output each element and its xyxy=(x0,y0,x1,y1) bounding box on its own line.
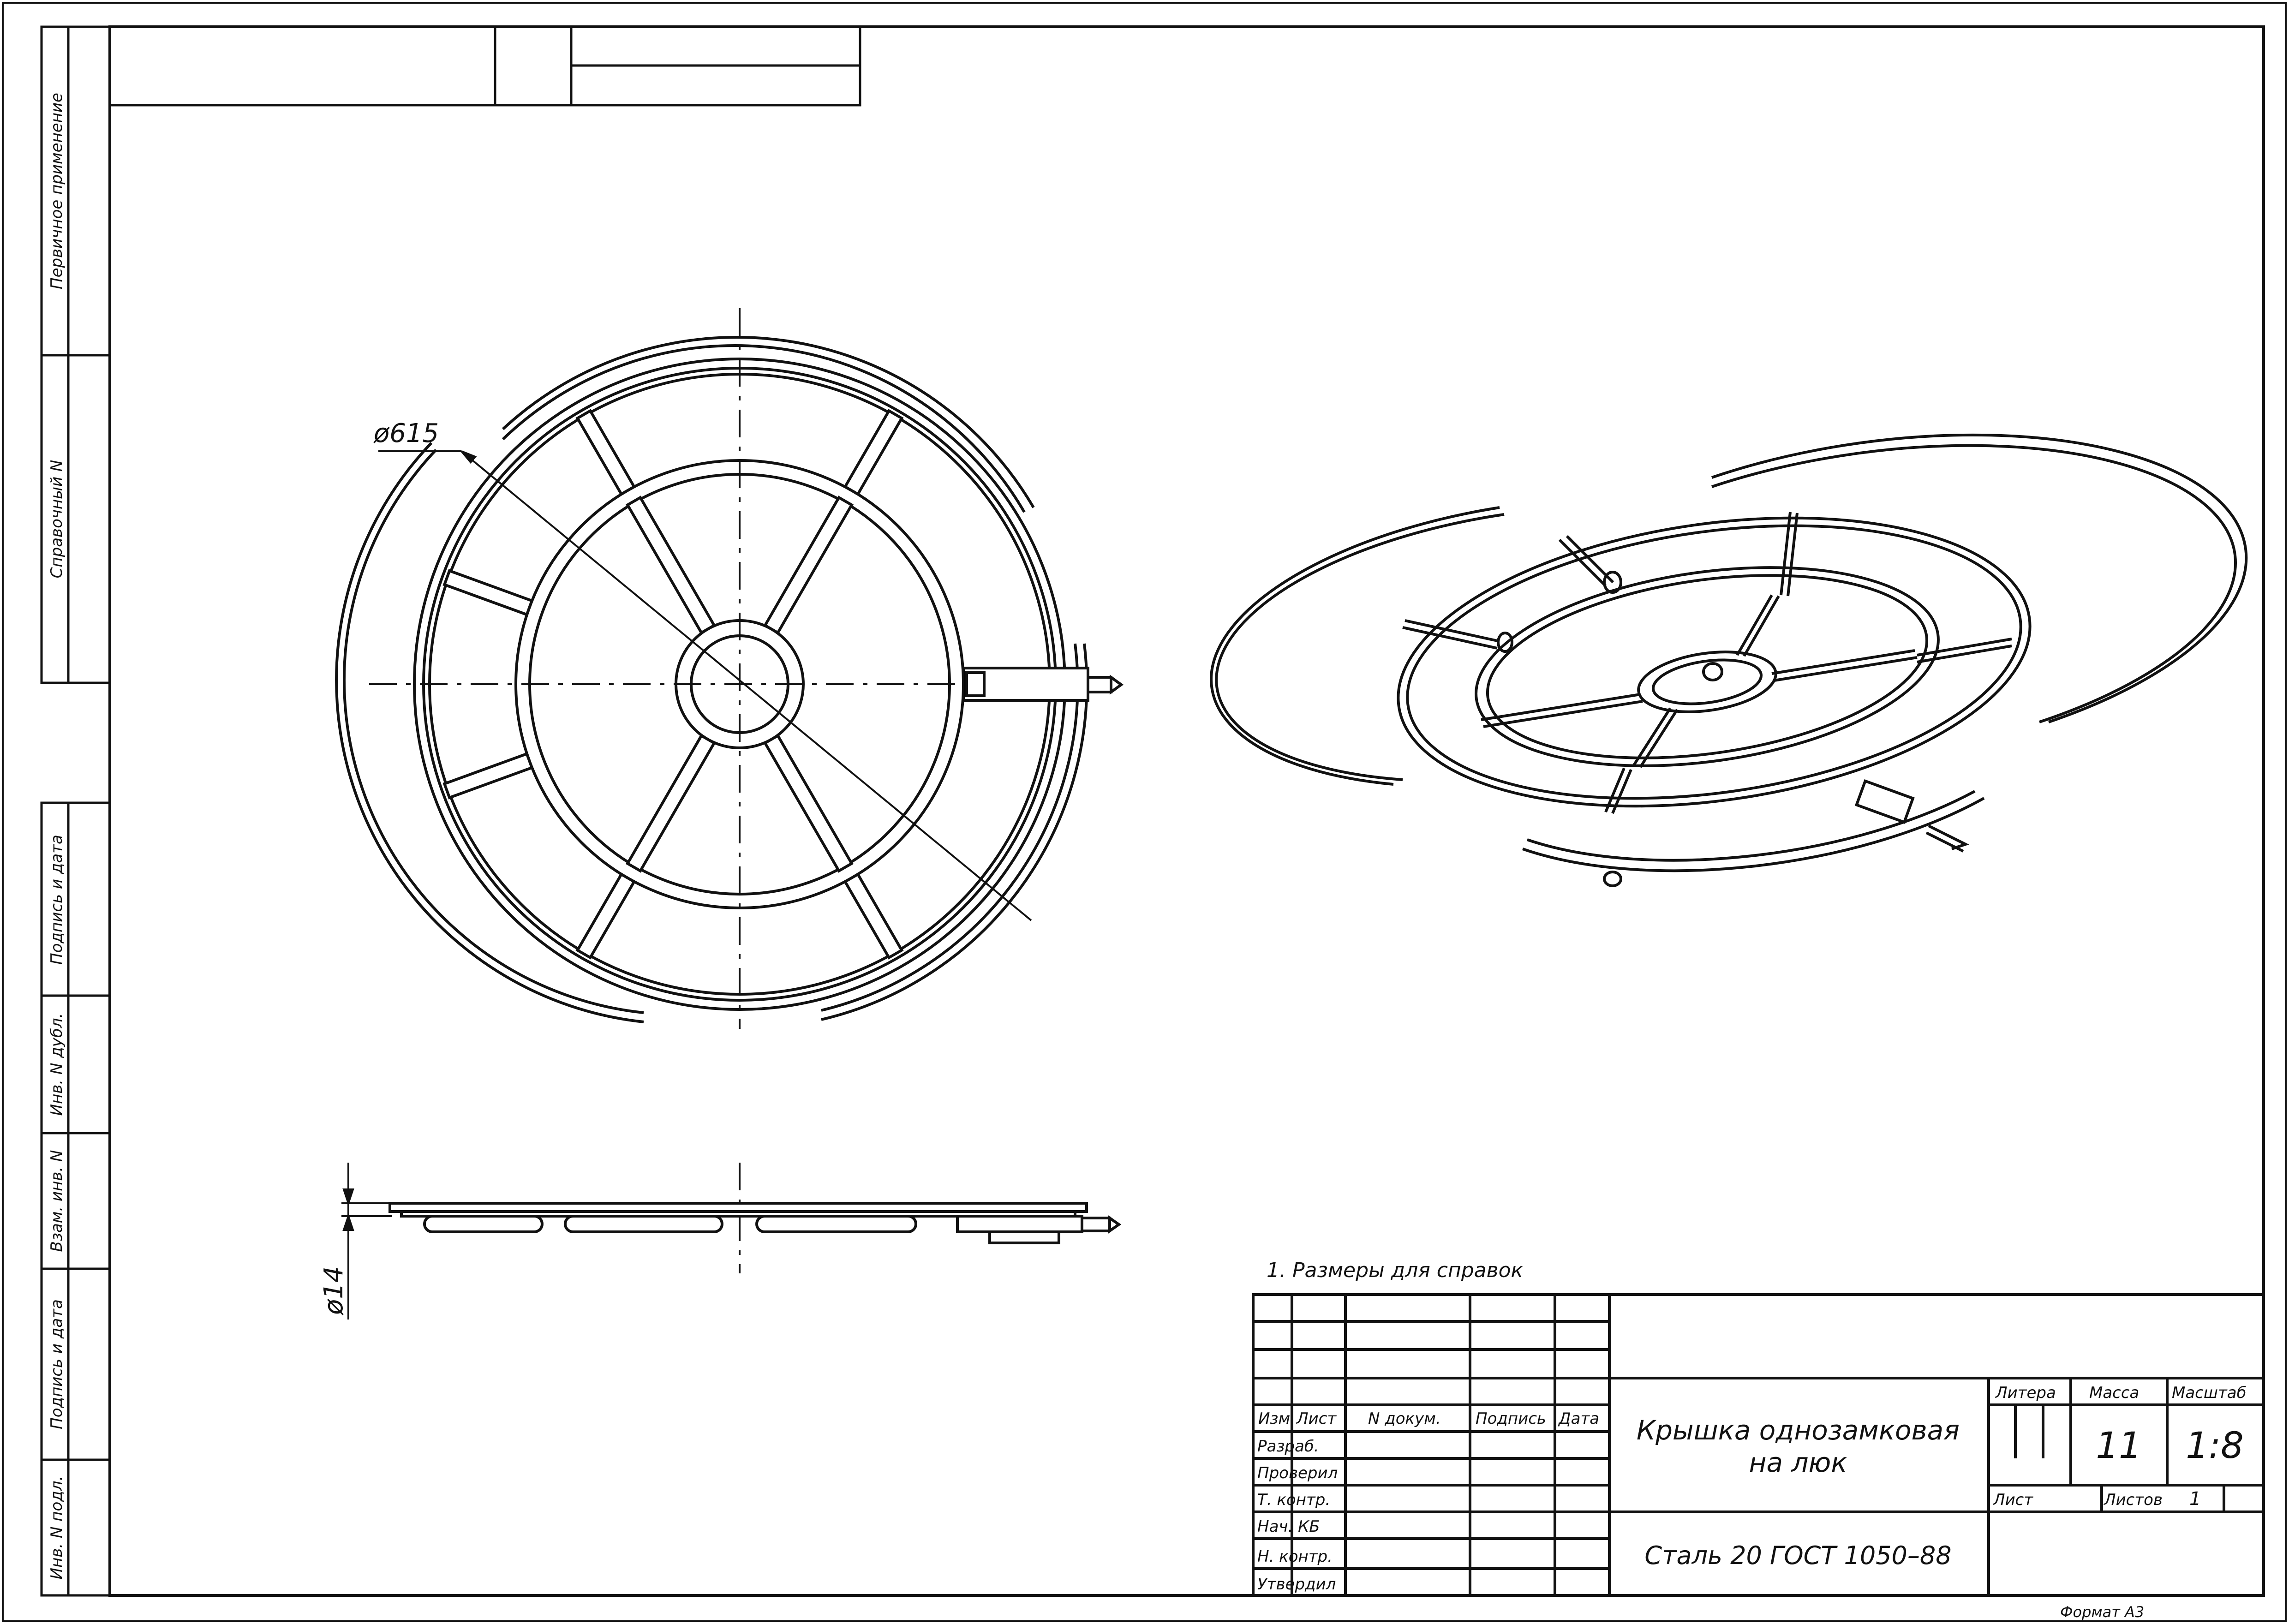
hub-outer xyxy=(675,619,805,749)
side-view xyxy=(388,1163,1122,1273)
listov-label: Листов xyxy=(2103,1491,2163,1509)
side-stamp xyxy=(40,25,111,1597)
outer-flange-arc-6 xyxy=(343,448,644,1014)
row-proveril: Проверил xyxy=(1257,1464,1338,1482)
thickness-dimension: ø14 xyxy=(319,1266,349,1315)
outer-flange-arc-2 xyxy=(502,344,1026,513)
primary-use-label: Первичное применение xyxy=(48,93,66,289)
outer-flange-arc-1 xyxy=(502,336,1035,508)
listov-value: 1 xyxy=(2189,1488,2201,1510)
plan-spokes xyxy=(442,409,904,960)
row-tkontr: Т. контр. xyxy=(1257,1491,1330,1509)
lock-mechanism-plan xyxy=(962,667,1124,702)
masshtab-label: Масштаб xyxy=(2172,1384,2247,1402)
inv-dup-label: Инв. N дубл. xyxy=(48,1013,66,1116)
massa-label: Масса xyxy=(2089,1384,2139,1402)
list-label: Лист xyxy=(1992,1491,2033,1509)
sign-date-label-2: Подпись и дата xyxy=(48,1299,66,1429)
diameter-leader xyxy=(378,450,1032,921)
format-label: Формат A3 xyxy=(2060,1603,2144,1621)
row-razrab: Разраб. xyxy=(1257,1437,1319,1456)
drawing-title-line1: Крышка однозамковая xyxy=(1637,1415,1960,1446)
hub-inner xyxy=(690,634,789,734)
replace-inv-label: Взам. инв. N xyxy=(48,1150,66,1252)
note-1: 1. Размеры для справок xyxy=(1267,1259,1523,1282)
scale-value: 1:8 xyxy=(2186,1425,2244,1467)
outer-flange-arc-5 xyxy=(335,442,644,1023)
outer-flange-arc-4 xyxy=(821,643,1079,1012)
row-utverdil: Утвердил xyxy=(1257,1575,1336,1594)
title-block xyxy=(1252,1293,2265,1597)
drawing-frame xyxy=(108,25,2265,1597)
isometric-view xyxy=(1210,433,2248,887)
outer-flange-arc-3 xyxy=(821,643,1088,1021)
col-list: Лист xyxy=(1296,1409,1337,1428)
top-stamp xyxy=(108,25,861,107)
drawing-title-line2: на люк xyxy=(1749,1447,1847,1478)
litera-label: Литера xyxy=(1995,1384,2056,1402)
reference-no-label: Справочный N xyxy=(48,460,66,579)
middle-ring-inner xyxy=(528,473,951,896)
col-podpis: Подпись xyxy=(1476,1409,1546,1428)
mass-value: 11 xyxy=(2096,1425,2141,1467)
col-izm: Изм xyxy=(1258,1409,1290,1428)
col-ndokum: N докум. xyxy=(1368,1409,1441,1428)
thickness-dimension-lines xyxy=(341,1163,392,1320)
sign-date-label-1: Подпись и дата xyxy=(48,835,66,965)
material-spec: Сталь 20 ГОСТ 1050–88 xyxy=(1644,1541,1951,1570)
inv-orig-label: Инв. N подл. xyxy=(48,1476,66,1580)
diameter-dimension: ø615 xyxy=(373,418,439,448)
col-data: Дата xyxy=(1558,1409,1599,1428)
row-nachkb: Нач. КБ xyxy=(1257,1517,1320,1536)
row-nkontr: Н. контр. xyxy=(1257,1547,1333,1566)
